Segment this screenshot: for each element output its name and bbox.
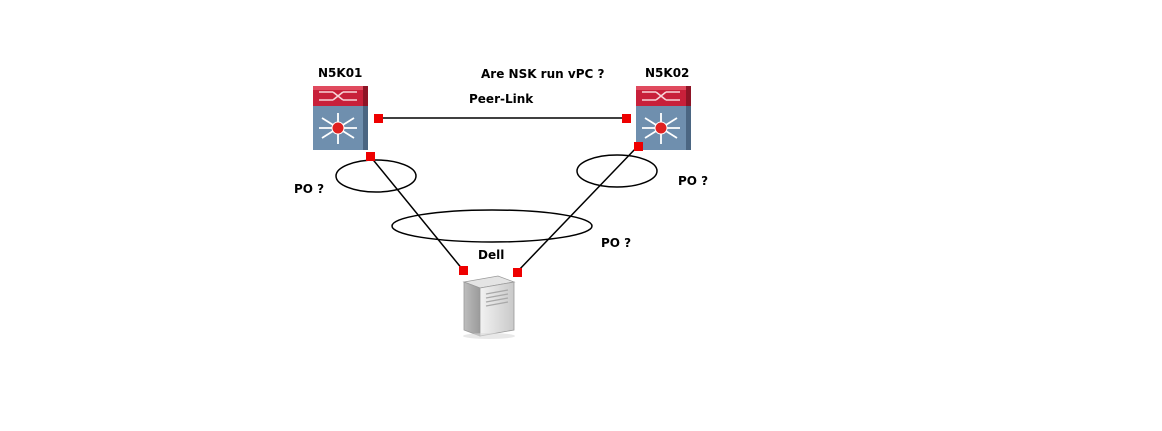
- port-marker: [634, 142, 643, 151]
- port-marker: [366, 152, 375, 161]
- port-channel-ellipse-right: [576, 154, 658, 188]
- port-marker: [513, 268, 522, 277]
- port-channel-ellipse-left: [335, 159, 417, 193]
- link-n5k02-dell: [516, 145, 639, 273]
- port-channel-label-bottom: PO ?: [601, 236, 632, 250]
- port-marker: [459, 266, 468, 275]
- port-channel-label-right: PO ?: [678, 174, 709, 188]
- port-marker: [622, 114, 631, 123]
- server-tower-icon[interactable]: [462, 275, 516, 339]
- peer-link-label: Peer-Link: [469, 92, 534, 106]
- switch-label-n5k02: N5K02: [645, 66, 690, 80]
- port-marker: [374, 114, 383, 123]
- diagram-title: Are NSK run vPC ?: [481, 67, 605, 81]
- port-channel-ellipse-bottom: [391, 209, 593, 243]
- nexus-switch-icon[interactable]: [313, 86, 368, 150]
- link-n5k01-dell: [369, 155, 464, 271]
- switch-label-n5k01: N5K01: [318, 66, 363, 80]
- port-channel-label-left: PO ?: [294, 182, 325, 196]
- server-label-dell: Dell: [478, 248, 505, 262]
- nexus-switch-icon[interactable]: [636, 86, 691, 150]
